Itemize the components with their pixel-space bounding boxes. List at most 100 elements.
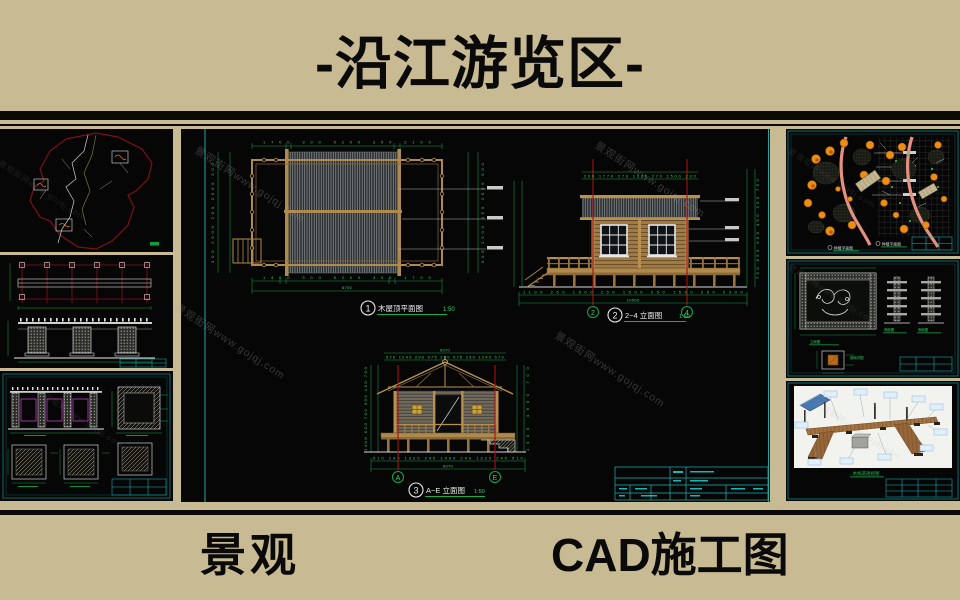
plan-caption: 种植平面图 — [875, 241, 907, 248]
stair — [232, 238, 262, 264]
svg-text:种植平面图: 种植平面图 — [834, 246, 853, 251]
legend-mark — [150, 242, 159, 246]
railing-left — [547, 257, 592, 268]
svg-text:木屋顶平面图: 木屋顶平面图 — [378, 303, 423, 313]
title-block — [614, 466, 769, 501]
svg-text:4: 4 — [685, 310, 689, 317]
roof-plan-drawing: 1700 300 5200 300 2100 1400 300 5200 300… — [210, 140, 503, 316]
svg-text:300 2600 200 2600 300: 300 2600 200 2600 300 — [210, 163, 215, 263]
svg-text:1700 300 5200 300 2100: 1700 300 5200 300 2100 — [263, 140, 431, 145]
detail-caption: 侧面图 — [918, 327, 929, 332]
svg-text:6070: 6070 — [440, 348, 451, 353]
panel-site-plan — [0, 129, 173, 252]
panel-railing-details: 立面图 侧面图 侧面图 — [786, 259, 960, 378]
wall-details-drawing — [2, 373, 171, 499]
wood-house-sheet: 1700 300 5200 300 2100 1400 300 5200 300… — [204, 129, 769, 502]
svg-text:6070: 6070 — [443, 464, 454, 469]
detail-caption: 侧面图 — [884, 327, 895, 332]
svg-text:200 1770 270 1320 270 1500 230: 200 1770 270 1320 270 1500 230 — [584, 174, 696, 179]
svg-text:1:50: 1:50 — [474, 489, 485, 495]
page-title: -沿江游览区- — [315, 32, 645, 96]
footer-category-label: 景观 — [200, 529, 300, 581]
svg-text:1400 300 5200 300 1700: 1400 300 5200 300 1700 — [263, 275, 431, 280]
panel-wood-house-drawings: 1700 300 5200 300 2100 1400 300 5200 300… — [181, 129, 770, 502]
deck-plan — [917, 182, 939, 200]
detail-section-top — [111, 386, 168, 436]
svg-text:8700: 8700 — [342, 285, 353, 290]
drawing-title: 2 2~4 立面图 1:50 — [607, 307, 690, 323]
svg-text:1:50: 1:50 — [679, 314, 690, 320]
svg-text:A: A — [396, 475, 401, 482]
title-block — [899, 356, 953, 372]
dimension-lines — [217, 143, 479, 294]
grid-bubble: 2 4 — [587, 306, 693, 318]
title-block — [119, 358, 167, 368]
panel-pergola-plan-elevation — [0, 255, 173, 368]
window — [599, 224, 629, 258]
svg-text:1:50: 1:50 — [443, 307, 455, 313]
svg-text:10500: 10500 — [627, 298, 640, 303]
callout-labels — [794, 388, 948, 466]
detail-caption: 基础详图 — [850, 355, 864, 360]
svg-text:A~E 立面图: A~E 立面图 — [426, 485, 465, 495]
title-block-text-marks — [619, 471, 763, 497]
stair — [481, 439, 516, 453]
plan-caption: 种植平面图 — [827, 245, 859, 252]
svg-text:1: 1 — [365, 304, 370, 314]
top-divider-thick — [0, 111, 960, 120]
grid-bubble: A E — [392, 471, 501, 483]
svg-text:E: E — [493, 475, 498, 482]
svg-text:1400 4600 700: 1400 4600 700 — [525, 367, 530, 451]
small-window — [411, 404, 423, 415]
gable-elevation-drawing: 6070 570 1240 290 975 290 975 290 1240 5… — [363, 348, 530, 498]
footer-type-label: CAD施工图 — [551, 529, 789, 581]
callout-boxes — [33, 150, 129, 232]
window — [647, 224, 677, 258]
deck-plan — [854, 169, 882, 193]
svg-text:1400 600 700 300 150 700: 1400 600 700 300 150 700 — [363, 367, 368, 451]
drawing-title: 3 A~E 立面图 1:50 — [408, 482, 485, 498]
planting-plan-left — [803, 136, 916, 246]
railing-details-drawing: 立面图 侧面图 侧面图 — [787, 260, 959, 377]
svg-text:2: 2 — [612, 311, 617, 321]
railing-post-side: 侧面图 — [883, 276, 910, 334]
top-divider-thin — [0, 124, 960, 126]
title-block — [111, 478, 167, 496]
planting-plans-drawing: 种植平面图 种植平面图 — [787, 130, 959, 254]
svg-text:2~4 立面图: 2~4 立面图 — [625, 310, 662, 320]
drawing-title: 1 木屋顶平面图 1:50 — [360, 300, 455, 316]
stone-block — [851, 433, 872, 449]
detail-sections-bottom — [7, 442, 153, 487]
site-boundary — [29, 132, 153, 250]
footing-detail: 基础详图 — [816, 350, 864, 374]
panel-boardwalk-render: 木栈道透视图 — [786, 381, 960, 501]
site-plan-drawing — [29, 132, 159, 250]
svg-text:900 2600 450 2600 900: 900 2600 450 2600 900 — [480, 163, 485, 263]
railing-panel-elevation: 立面图 — [794, 267, 877, 346]
svg-text:种植平面图: 种植平面图 — [882, 242, 901, 247]
boardwalk-structure — [799, 393, 940, 460]
title-block — [911, 236, 953, 251]
title-block — [885, 478, 953, 498]
railing-post-side: 侧面图 — [917, 276, 944, 334]
svg-text:3: 3 — [413, 486, 418, 496]
svg-text:750 850 600 450 300 750: 750 850 600 450 300 750 — [755, 179, 760, 279]
stair — [524, 266, 550, 288]
panel-planting-plans: 种植平面图 种植平面图 — [786, 129, 960, 256]
svg-text:510 240 1320 240 1460 240 1320: 510 240 1320 240 1460 240 1320 240 510 — [373, 456, 523, 461]
panel-wall-details — [0, 371, 173, 501]
detail-caption: 立面图 — [810, 339, 821, 344]
bottom-divider — [0, 510, 960, 515]
planting-plan-right — [878, 136, 950, 248]
svg-text:1100 250 1500 250 1500 250 150: 1100 250 1500 250 1500 250 1500 250 2300 — [523, 290, 743, 295]
detail-elevation — [8, 387, 104, 436]
railing-right — [689, 257, 740, 268]
pergola-elevation — [7, 318, 155, 363]
scroll-ornament — [815, 289, 851, 316]
cabin-elevation-drawing: 200 1770 270 1320 270 1500 230 1100 250 … — [513, 159, 760, 323]
small-window — [471, 404, 483, 415]
boardwalk-3d-render: 木栈道透视图 — [787, 382, 959, 500]
render-caption: 木栈道透视图 — [853, 470, 880, 477]
svg-text:2: 2 — [591, 310, 595, 317]
